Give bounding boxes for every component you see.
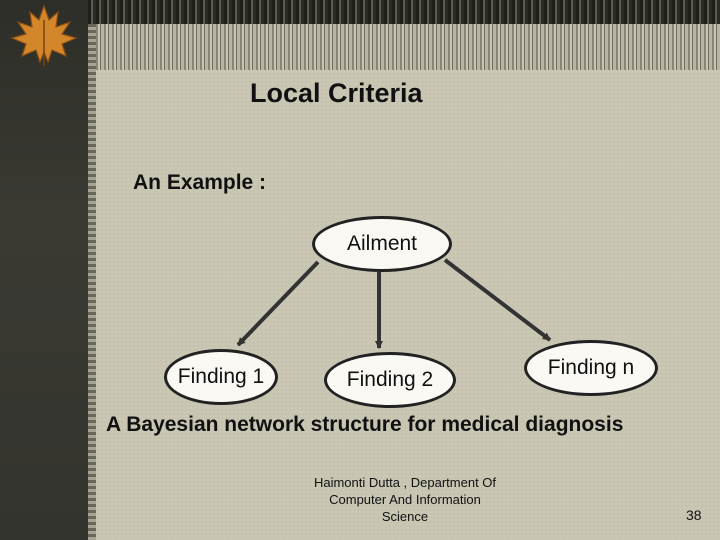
node-ailment: Ailment <box>312 216 452 272</box>
footer-line: Computer And Information <box>329 492 481 507</box>
footer-credit: Haimonti Dutta , Department Of Computer … <box>300 474 510 525</box>
example-heading: An Example : <box>133 171 267 194</box>
footer-line: Science <box>381 509 429 524</box>
footer-line: Haimonti Dutta , Department Of <box>313 475 497 490</box>
node-label: Finding 1 <box>177 365 265 388</box>
node-label: Ailment <box>346 232 418 255</box>
edge-ailment-finding1 <box>236 260 320 347</box>
slide-left-texture <box>88 24 96 540</box>
slide-title: Local Criteria <box>250 78 423 108</box>
node-finding-1: Finding 1 <box>164 349 278 405</box>
slide-background <box>88 24 720 540</box>
node-finding-2: Finding 2 <box>324 352 456 408</box>
left-decoration-strip <box>0 0 88 540</box>
node-finding-n: Finding n <box>524 340 658 396</box>
maple-leaf-icon <box>10 4 78 66</box>
diagram-caption: A Bayesian network structure for medical… <box>106 413 624 436</box>
page-number: 38 <box>686 507 702 523</box>
node-label: Finding 2 <box>346 368 434 391</box>
slide-top-texture <box>88 24 720 70</box>
edge-ailment-findingn <box>443 258 552 342</box>
node-label: Finding n <box>547 356 635 379</box>
top-decoration-band <box>88 0 720 24</box>
